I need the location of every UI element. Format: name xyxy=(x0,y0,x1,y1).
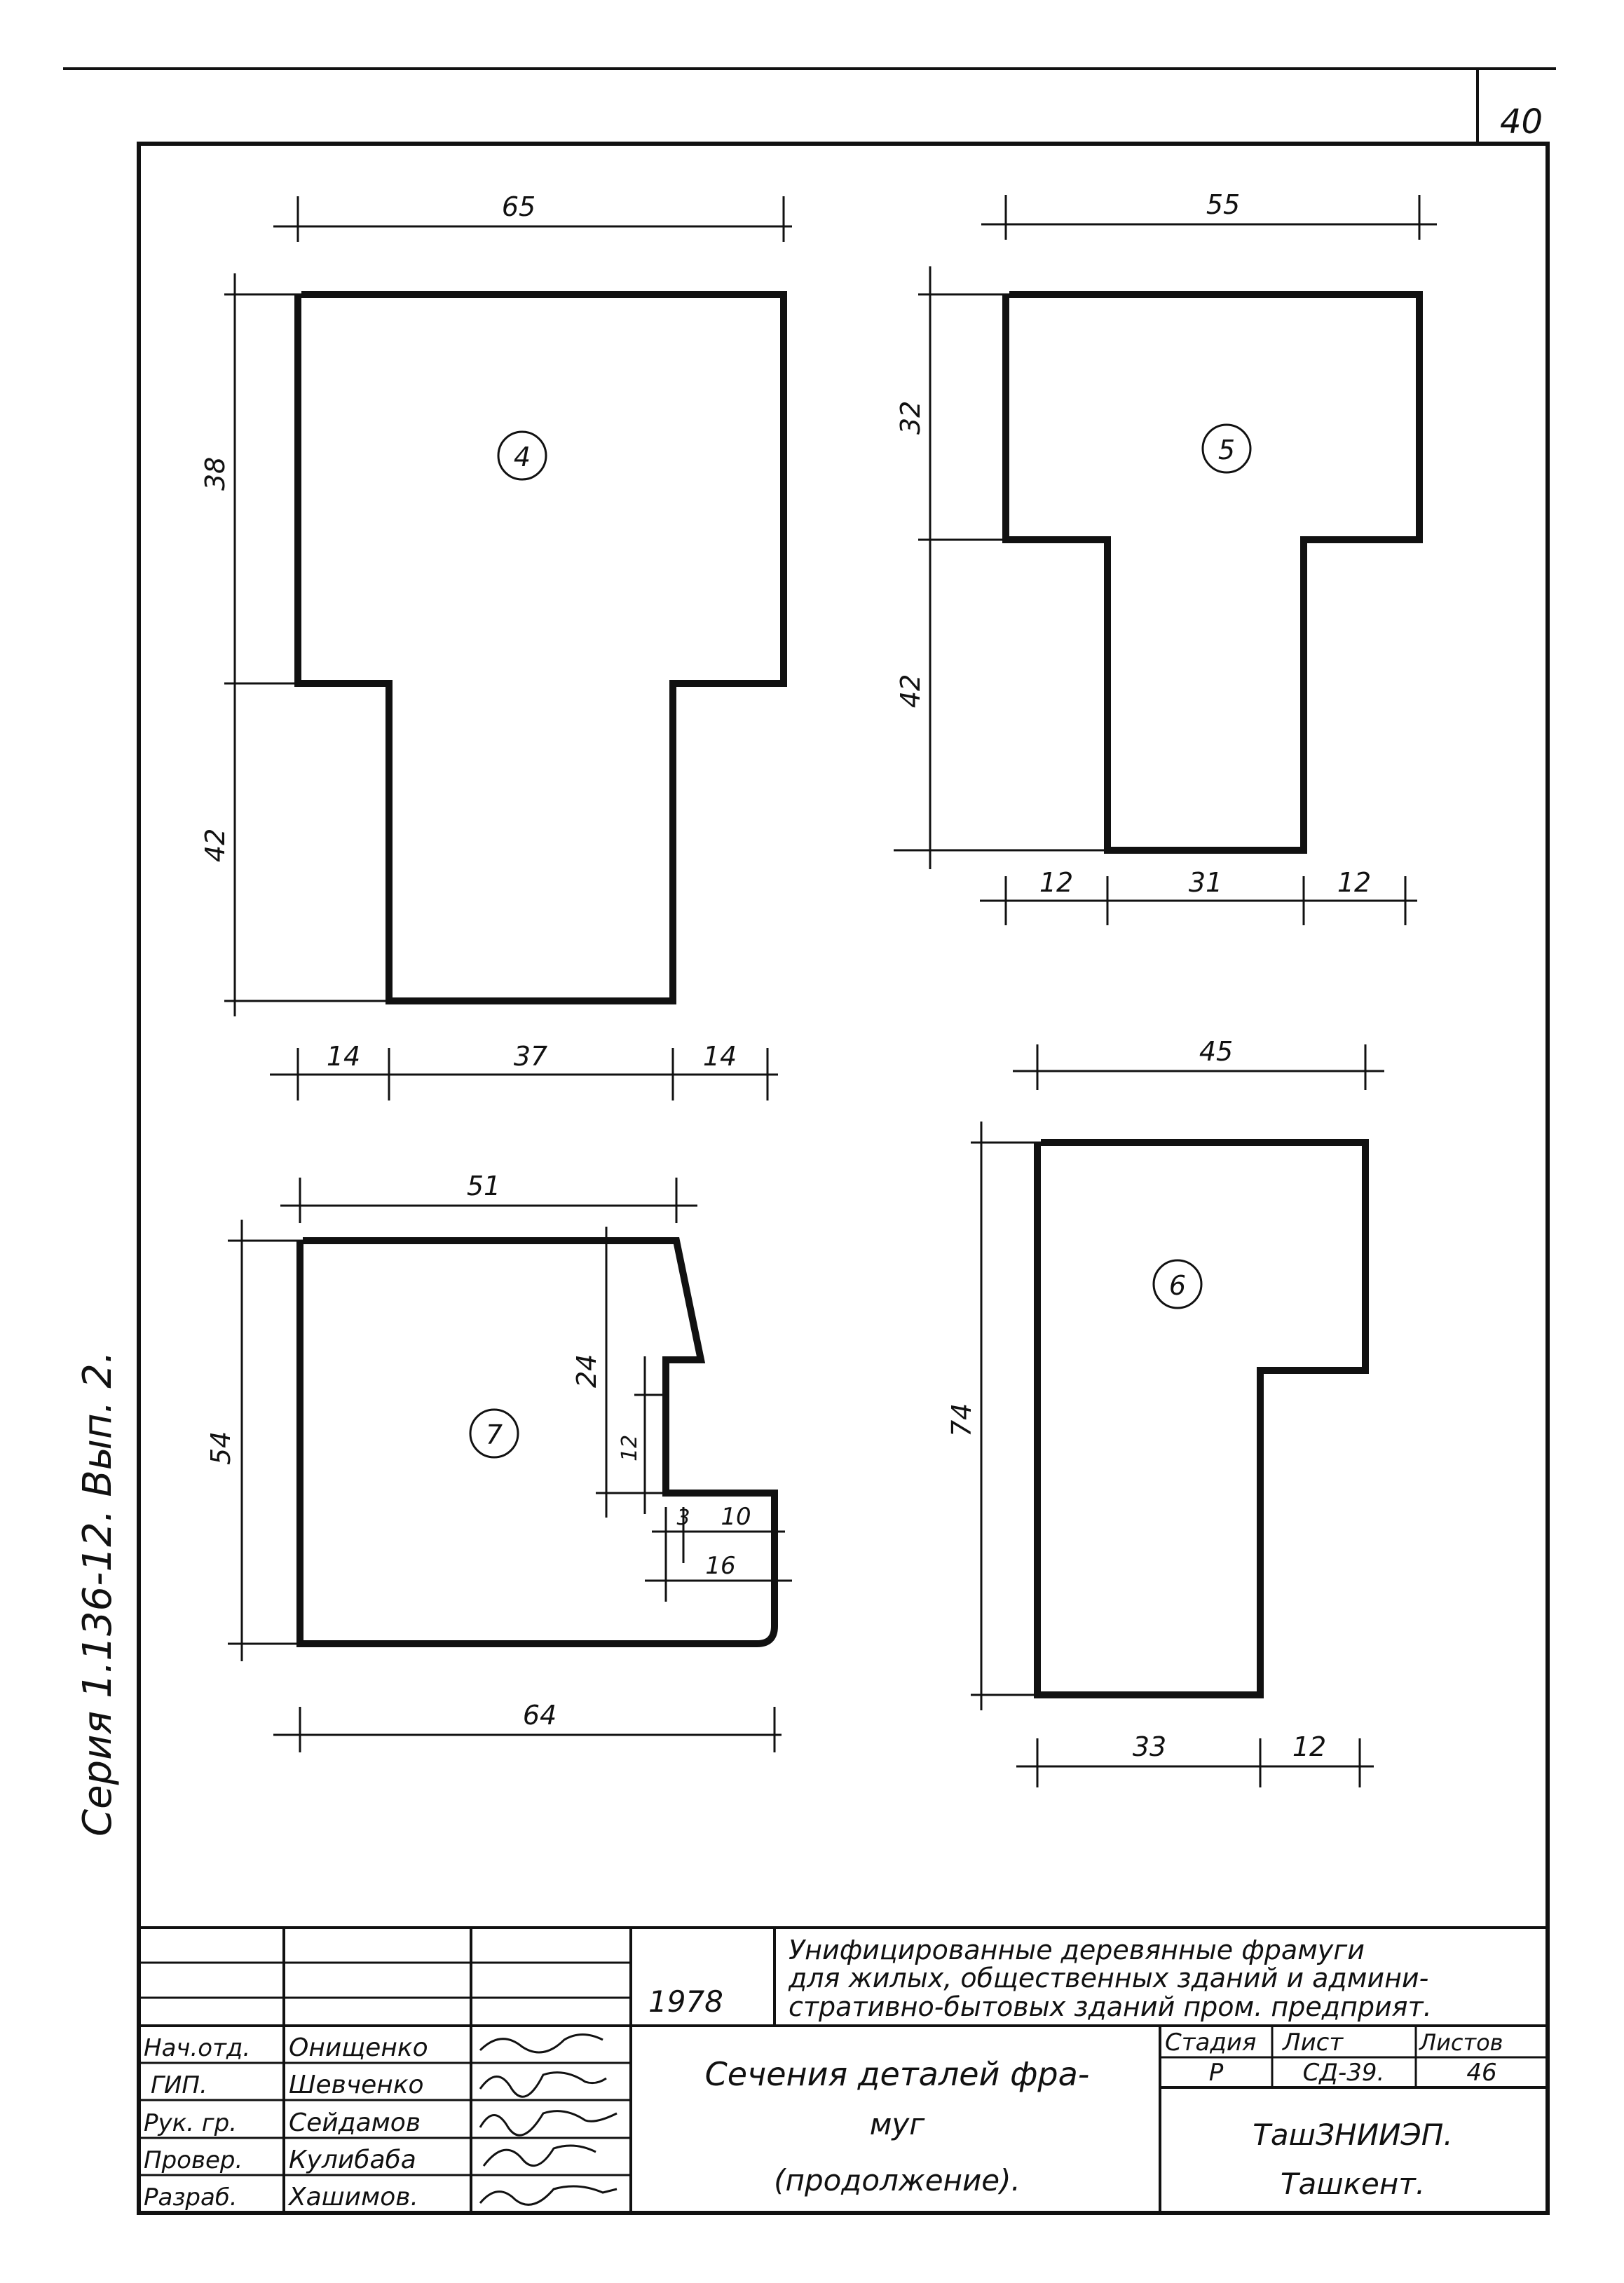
dim-bottom-2: 12 xyxy=(1292,1731,1326,1762)
dim-bottom-1: 14 xyxy=(327,1041,360,1072)
dim-left-lower: 42 xyxy=(895,674,926,708)
name-4: Кулибаба xyxy=(289,2146,416,2174)
dim-bottom: 64 xyxy=(523,1700,557,1731)
section-5-label: 5 xyxy=(1218,435,1235,465)
section-5-marker xyxy=(1201,423,1252,474)
dim-bottom-3: 12 xyxy=(1337,867,1371,898)
description-line-3: стративно-бытовых зданий пром. предприят… xyxy=(789,1991,1432,2022)
section-5-outline xyxy=(1002,291,1423,854)
dim-top: 65 xyxy=(502,191,535,222)
section-7-label: 7 xyxy=(486,1419,503,1450)
dim-bottom-3: 14 xyxy=(703,1041,737,1072)
name-2: Шевченко xyxy=(289,2071,424,2099)
sheet-value: СД-39. xyxy=(1303,2059,1385,2087)
dim-notch-height: 24 xyxy=(571,1354,602,1388)
section-5: 5 55 32 42 12 31 12 xyxy=(894,189,1437,925)
sheet-title-line-3: (продолжение). xyxy=(774,2163,1021,2197)
role-4: Провер. xyxy=(144,2146,243,2174)
dim-bottom-2: 37 xyxy=(514,1041,547,1072)
dim-notch-inner: 12 xyxy=(617,1435,642,1461)
stage-value: Р xyxy=(1209,2059,1224,2087)
dim-left-upper: 38 xyxy=(200,457,231,491)
dim-step-c: 16 xyxy=(705,1552,735,1580)
dim-bottom-1: 33 xyxy=(1133,1731,1166,1762)
dim-bottom-1: 12 xyxy=(1039,867,1073,898)
dim-bottom-2: 31 xyxy=(1189,867,1222,898)
description-line-1: Унифицированные деревянные фрамуги xyxy=(789,1935,1365,1965)
dim-left: 54 xyxy=(205,1431,236,1465)
name-1: Онищенко xyxy=(289,2033,428,2062)
title-block: 1978 Унифицированные деревянные фрамуги … xyxy=(139,1926,1548,2213)
sheet-header: Лист xyxy=(1281,2029,1344,2057)
dim-left-lower: 42 xyxy=(200,829,231,862)
sheet-title-line-2: муг xyxy=(870,2107,926,2141)
signature-5 xyxy=(479,2185,617,2206)
section-6-marker xyxy=(1152,1259,1203,1309)
section-4: 4 65 38 42 14 37 14 xyxy=(200,191,792,1100)
dim-top: 55 xyxy=(1206,189,1240,220)
section-6-label: 6 xyxy=(1169,1270,1186,1301)
signature-3 xyxy=(479,2110,617,2137)
stage-header: Стадия xyxy=(1165,2029,1256,2057)
description-line-2: для жилых, общественных зданий и админи- xyxy=(788,1963,1428,1994)
signature-1 xyxy=(479,2033,603,2054)
dim-left: 74 xyxy=(946,1403,977,1437)
section-6-outline xyxy=(1034,1139,1369,1698)
section-7-marker xyxy=(469,1408,519,1459)
section-7-outline xyxy=(296,1237,778,1647)
name-3: Сейдамов xyxy=(289,2108,421,2137)
sheets-header: Листов xyxy=(1419,2029,1503,2056)
section-7: 7 51 54 24 12 3 10 16 64 xyxy=(205,1171,792,1752)
section-6: 6 45 74 33 12 xyxy=(946,1036,1384,1787)
section-4-marker xyxy=(497,430,547,481)
dim-step-b: 10 xyxy=(721,1503,751,1531)
dim-top: 51 xyxy=(467,1171,500,1201)
role-3: Рук. гр. xyxy=(144,2109,237,2137)
sheet-title-line-1: Сечения деталей фра- xyxy=(705,2055,1090,2093)
dim-left-upper: 32 xyxy=(895,401,926,435)
drawing-frame xyxy=(137,142,1550,2215)
organization: ТашЗНИИЭП. xyxy=(1253,2118,1452,2152)
sheets-value: 46 xyxy=(1466,2059,1496,2087)
page-number: 40 xyxy=(1500,102,1543,142)
signature-4 xyxy=(482,2144,596,2167)
dim-step-a: 3 xyxy=(676,1506,690,1530)
role-5: Разраб. xyxy=(144,2183,238,2212)
section-4-label: 4 xyxy=(514,442,531,472)
year: 1978 xyxy=(648,1984,723,2019)
role-1: Нач.отд. xyxy=(144,2034,250,2062)
dim-top: 45 xyxy=(1199,1036,1233,1067)
section-4-outline xyxy=(294,291,787,1004)
series-label: Серия 1.136-12. Вып. 2. xyxy=(75,1351,121,1836)
name-5: Хашимов. xyxy=(287,2183,418,2212)
signature-2 xyxy=(479,2071,607,2098)
city: Ташкент. xyxy=(1281,2167,1425,2201)
role-2: ГИП. xyxy=(151,2071,207,2099)
